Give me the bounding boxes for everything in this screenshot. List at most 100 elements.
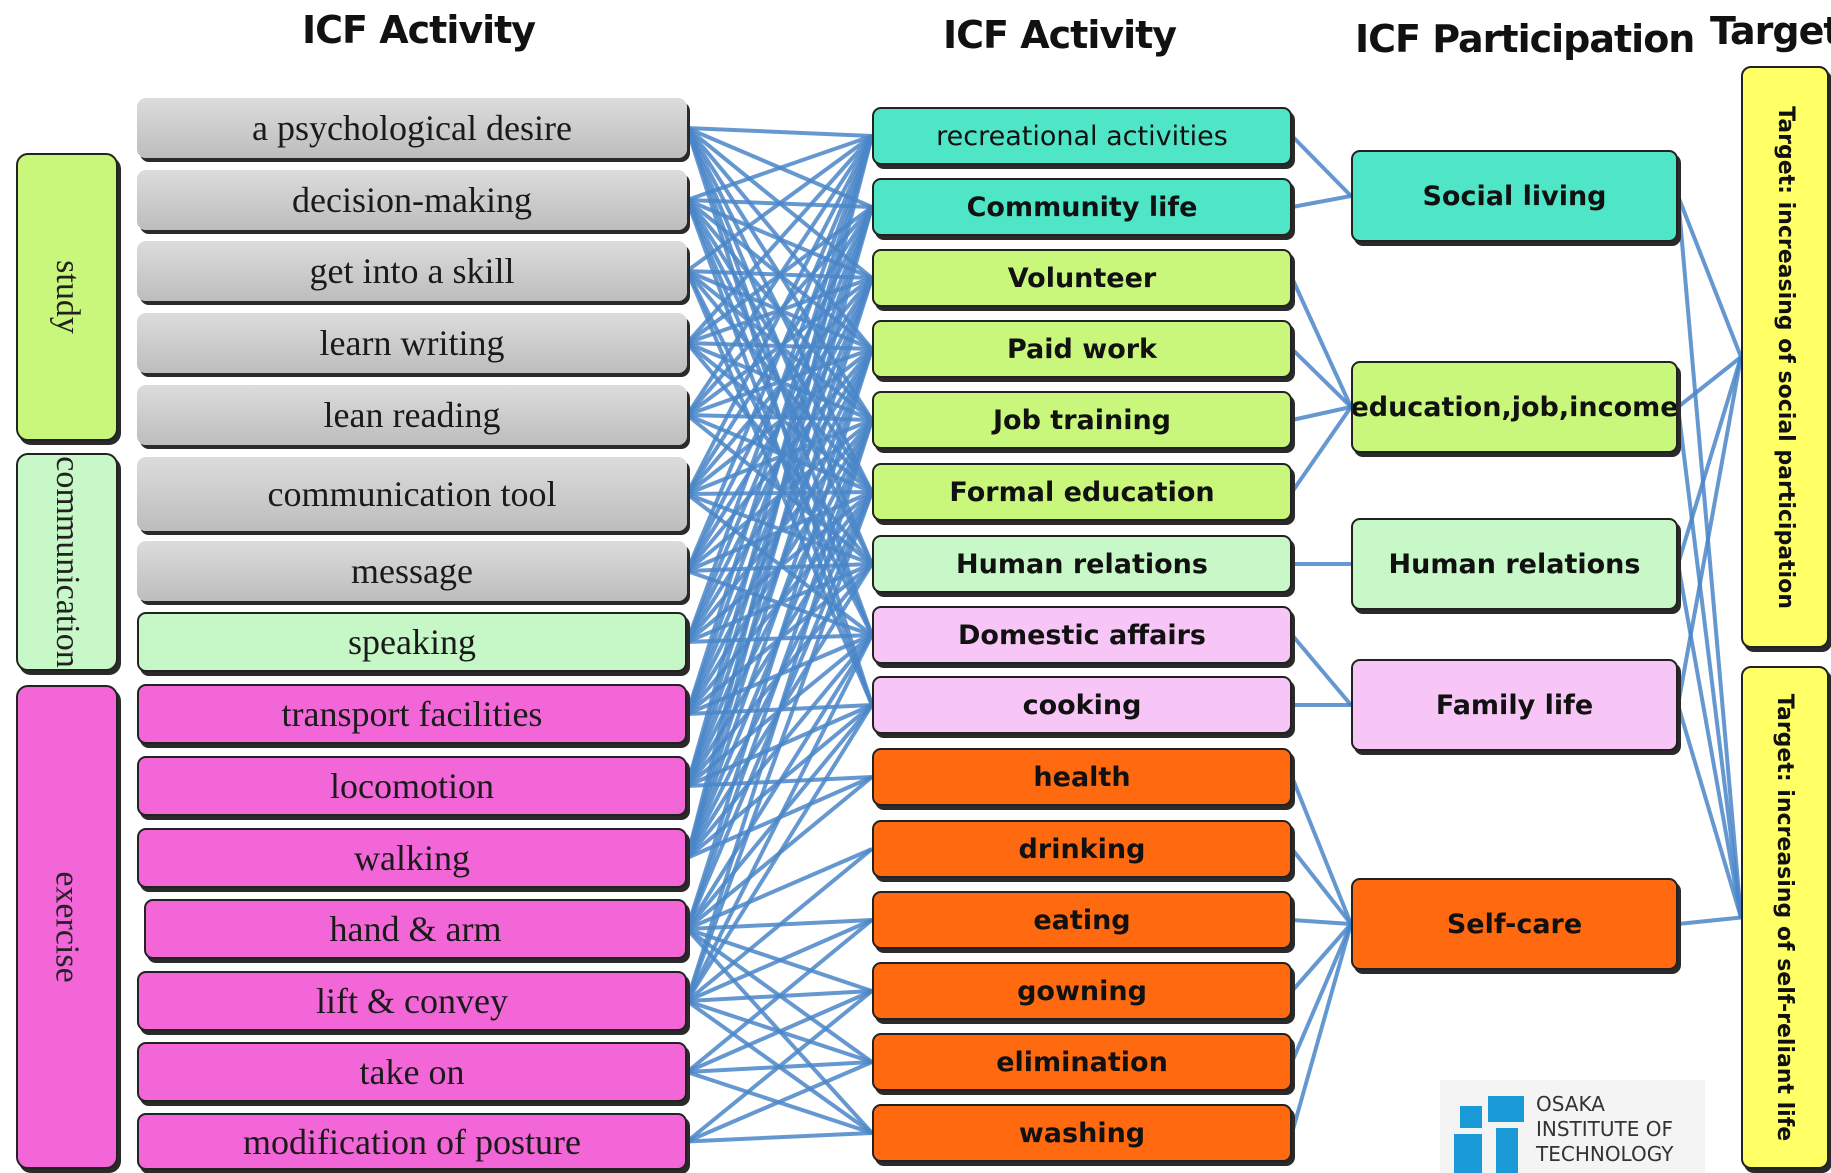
link-activity-to-icf <box>685 491 874 1002</box>
link-icf-to-participation <box>1290 347 1353 409</box>
link-activity-to-icf <box>685 135 874 787</box>
activity-lift-convey: lift & convey <box>137 971 687 1031</box>
target-social-participation: Target: increasing of social participati… <box>1741 66 1829 648</box>
icf-formal-education: Formal education <box>872 463 1292 521</box>
target-self-reliant-life: Target: increasing of self-reliant life <box>1741 666 1829 1169</box>
link-activity-to-icf <box>685 135 874 643</box>
icf-paid-work: Paid work <box>872 320 1292 378</box>
category-exercise-label: exercise <box>49 871 86 983</box>
activity-decision-making: decision-making <box>137 170 687 230</box>
link-activity-to-icf <box>685 633 874 931</box>
category-communication-label: communication <box>49 456 87 668</box>
link-icf-to-participation <box>1290 923 1353 1063</box>
link-activity-to-icf <box>685 134 874 417</box>
oit-logo-mark-icon <box>1454 1096 1524 1173</box>
heading-icf-participation: ICF Participation <box>1355 17 1695 61</box>
category-exercise: exercise <box>16 685 118 1169</box>
oit-logo-text: OSAKA INSTITUTE OF TECHNOLOGY <box>1536 1092 1674 1166</box>
link-participation-to-target <box>1676 563 1743 918</box>
link-icf-to-participation <box>1291 918 1352 926</box>
link-icf-to-participation <box>1290 847 1353 926</box>
participation-social-living: Social living <box>1351 150 1678 242</box>
link-activity-to-icf <box>685 277 874 859</box>
link-activity-to-icf <box>685 989 874 1144</box>
link-icf-to-participation <box>1291 194 1352 209</box>
icf-human-relations: Human relations <box>872 535 1292 593</box>
link-activity-to-icf <box>685 918 874 1074</box>
link-activity-to-icf <box>685 348 874 930</box>
link-icf-to-participation <box>1290 633 1353 707</box>
link-icf-to-participation <box>1290 922 1353 993</box>
link-activity-to-icf <box>685 847 874 1003</box>
activity-message: message <box>137 541 687 601</box>
link-activity-to-icf <box>685 419 874 1002</box>
participation-family-life: Family life <box>1351 659 1678 751</box>
participation-self-care: Self-care <box>1351 878 1678 970</box>
link-activity-to-icf <box>686 1131 873 1144</box>
link-activity-to-icf <box>685 348 874 859</box>
activity-communication-tool: communication tool <box>137 457 687 531</box>
link-activity-to-icf <box>685 135 874 495</box>
heading-icf-activity-middle: ICF Activity <box>943 13 1177 57</box>
icf-domestic-affairs: Domestic affairs <box>872 606 1292 664</box>
link-participation-to-target <box>1677 915 1742 926</box>
link-icf-to-participation <box>1290 405 1353 494</box>
icf-eating: eating <box>872 891 1292 949</box>
icf-volunteer: Volunteer <box>872 249 1292 307</box>
activity-locomotion: locomotion <box>137 756 687 816</box>
activity-modification-of-posture: modification of posture <box>137 1113 687 1170</box>
activity-lean-reading: lean reading <box>137 385 687 445</box>
link-activity-to-icf <box>686 918 873 1003</box>
icf-recreational-activities: recreational activities <box>872 107 1292 165</box>
icf-community-life: Community life <box>872 178 1292 236</box>
link-participation-to-target <box>1676 195 1743 918</box>
heading-icf-activity-left: ICF Activity <box>302 8 536 52</box>
icf-job-training: Job training <box>872 391 1292 449</box>
link-activity-to-icf <box>685 206 874 859</box>
icf-gowning: gowning <box>872 962 1292 1020</box>
link-activity-to-icf <box>685 134 874 273</box>
icf-cooking: cooking <box>872 676 1292 734</box>
icf-washing: washing <box>872 1104 1292 1162</box>
icf-drinking: drinking <box>872 820 1292 878</box>
link-activity-to-icf <box>686 1060 873 1144</box>
link-activity-to-icf <box>685 135 874 715</box>
link-activity-to-icf <box>685 134 874 345</box>
link-activity-to-icf <box>685 634 874 1002</box>
oit-logo: OSAKA INSTITUTE OF TECHNOLOGY <box>1440 1080 1705 1173</box>
target-social-participation-label: Target: increasing of social participati… <box>1772 105 1798 609</box>
activity-get-into-skill: get into a skill <box>137 241 687 301</box>
icf-elimination: elimination <box>872 1033 1292 1091</box>
activity-speaking: speaking <box>137 612 687 672</box>
link-icf-to-participation <box>1290 923 1353 1134</box>
link-activity-to-icf <box>685 135 874 572</box>
heading-target: Target <box>1710 9 1831 53</box>
link-participation-to-target <box>1676 406 1743 918</box>
link-participation-to-target <box>1676 195 1743 358</box>
link-activity-to-icf <box>686 134 873 202</box>
target-self-reliant-life-label: Target: increasing of self-reliant life <box>1772 693 1798 1142</box>
link-icf-to-participation <box>1291 405 1352 422</box>
category-study-label: study <box>49 260 86 334</box>
participation-education-job-income: education,job,income <box>1351 361 1678 453</box>
link-participation-to-target <box>1676 356 1743 706</box>
link-icf-to-participation <box>1290 277 1353 408</box>
activity-hand-arm: hand & arm <box>144 899 687 959</box>
link-activity-to-icf <box>685 703 874 1003</box>
activity-take-on: take on <box>137 1042 687 1102</box>
link-activity-to-icf <box>686 989 873 1074</box>
link-activity-to-icf <box>686 126 873 138</box>
activity-walking: walking <box>137 828 687 888</box>
link-icf-to-participation <box>1290 776 1353 925</box>
link-activity-to-icf <box>685 419 874 930</box>
activity-psychological-desire: a psychological desire <box>137 98 687 158</box>
link-activity-to-icf <box>685 135 874 859</box>
link-participation-to-target <box>1676 356 1743 565</box>
activity-transport-facilities: transport facilities <box>137 684 687 744</box>
category-communication: communication <box>16 453 118 671</box>
participation-human-relations: Human relations <box>1351 518 1678 610</box>
link-participation-to-target <box>1676 704 1743 919</box>
activity-learn-writing: learn writing <box>137 313 687 373</box>
category-study: study <box>16 153 118 441</box>
